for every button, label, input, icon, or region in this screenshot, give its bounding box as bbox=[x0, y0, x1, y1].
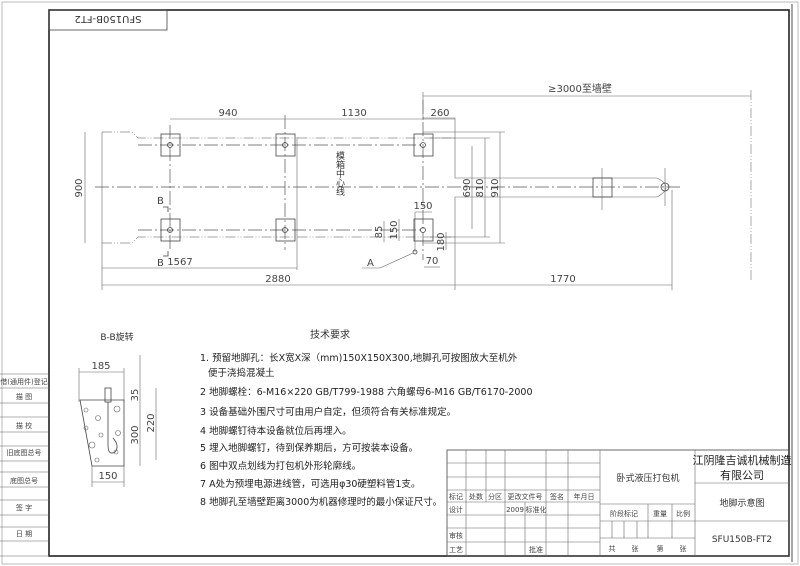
drawing-frame bbox=[48, 9, 790, 557]
strip-label: 旧底图总号 bbox=[7, 448, 42, 457]
section-mark-b: B bbox=[157, 258, 164, 269]
header-zone: 分区 bbox=[488, 492, 502, 501]
section-b-b: B-B旋转 185 150 35 300 220 bbox=[78, 331, 157, 487]
title-block: 标记 处数 分区 更改文件号 签名 年月日 设计 2009 标准化 审核 工艺 … bbox=[446, 449, 792, 557]
dim-35: 35 bbox=[130, 389, 141, 402]
header-date: 年月日 bbox=[574, 492, 595, 501]
note-item: 便于浇捣混凝土 bbox=[208, 367, 275, 379]
company-name: 有限公司 bbox=[720, 468, 764, 482]
design-label: 设计 bbox=[449, 505, 463, 514]
dim-70: 70 bbox=[426, 256, 439, 267]
year: 2009 bbox=[506, 506, 524, 514]
header-count: 处数 bbox=[469, 492, 483, 501]
mold-center-line-label: 模箱中心线 bbox=[299, 151, 345, 196]
dim-3000-to-wall: ≥3000至墙壁 bbox=[548, 82, 612, 95]
code-box-text: SFU150B-FT2 bbox=[74, 13, 141, 24]
note-item: 1. 预留地脚孔：长X宽X深（mm)150X150X300,地脚孔可按图放大至机… bbox=[200, 352, 518, 364]
dim-260: 260 bbox=[430, 108, 449, 119]
technical-notes: 技术要求 1. 预留地脚孔：长X宽X深（mm)150X150X300,地脚孔可按… bbox=[200, 328, 533, 508]
dim-300: 300 bbox=[130, 425, 141, 444]
strip-label: 签 字 bbox=[16, 503, 32, 512]
label-a: A bbox=[367, 258, 374, 269]
plan-view: 940 1130 260 ≥3000至墙壁 900 690 810 910 15… bbox=[74, 82, 800, 290]
foot-block bbox=[413, 218, 434, 242]
note-item: 4 地脚螺钉待本设备就位后再埋入。 bbox=[200, 425, 352, 437]
notes-title: 技术要求 bbox=[310, 328, 350, 341]
company-name: 江阴隆吉诚机械制造 bbox=[693, 453, 792, 467]
dim-220: 220 bbox=[146, 413, 157, 432]
strip-label: 描 校 bbox=[16, 421, 32, 430]
dim-2880: 2880 bbox=[265, 274, 290, 285]
code-box: SFU150B-FT2 bbox=[48, 9, 168, 31]
sheets-label: 张 bbox=[632, 544, 639, 553]
dim-180: 180 bbox=[436, 232, 447, 251]
drawing-number: SFU150B-FT2 bbox=[712, 535, 772, 545]
foot-block bbox=[413, 133, 434, 157]
dim-185: 185 bbox=[91, 361, 110, 372]
total-label: 共 bbox=[609, 544, 616, 553]
drawing-name: 地脚示意图 bbox=[719, 497, 764, 509]
strip-label: 底图总号 bbox=[10, 476, 38, 485]
product-name: 卧式液压打包机 bbox=[616, 472, 679, 484]
dim-940: 940 bbox=[218, 108, 237, 119]
approve-label: 批准 bbox=[529, 545, 543, 554]
review-label: 审核 bbox=[449, 531, 463, 540]
left-strip: 借(通用件)登记 描 图 描 校 旧底图总号 底图总号 签 字 日 期 bbox=[0, 373, 49, 557]
dim-810: 810 bbox=[475, 178, 486, 197]
strip-label: 日 期 bbox=[16, 530, 32, 538]
dim-910: 910 bbox=[490, 178, 501, 197]
note-item: 5 埋入地脚螺钉，待到保养期后，方可按装本设备。 bbox=[200, 442, 418, 454]
dim-150-vertical: 150 bbox=[389, 220, 400, 239]
dim-900: 900 bbox=[74, 178, 85, 197]
weight-label: 重量 bbox=[653, 510, 667, 518]
dim-1130: 1130 bbox=[341, 108, 366, 119]
foot-block bbox=[275, 218, 296, 242]
conduit-point-a bbox=[412, 249, 418, 255]
note-item: 8 地脚孔至墙壁距离3000为机器修理时的最小保证尺寸。 bbox=[200, 496, 442, 508]
header-mark: 标记 bbox=[449, 492, 463, 501]
dim-150: 150 bbox=[413, 201, 432, 212]
header-signature: 签名 bbox=[550, 492, 564, 501]
foot-block bbox=[275, 133, 296, 157]
stage-label: 阶段标记 bbox=[610, 509, 638, 518]
foot-block bbox=[160, 133, 181, 157]
foot-block bbox=[160, 218, 181, 242]
note-item: 7 A处为预埋电源进线管，可选用φ30硬塑料管1支。 bbox=[200, 478, 420, 490]
note-item: 6 图中双点划线为打包机外形轮廓线。 bbox=[200, 460, 361, 472]
standardize-label: 标准化 bbox=[526, 505, 547, 514]
strip-label: 借(通用件)登记 bbox=[0, 377, 47, 386]
sheets-label: 张 bbox=[680, 544, 687, 553]
process-label: 工艺 bbox=[449, 546, 463, 554]
dim-150-section: 150 bbox=[98, 471, 117, 482]
wall-label: 车间墙壁 bbox=[740, 142, 800, 203]
dim-85: 85 bbox=[374, 226, 385, 239]
note-item: 2 地脚螺栓：6-M16×220 GB/T799-1988 六角螺母6-M16 … bbox=[200, 386, 533, 398]
header-change-doc: 更改文件号 bbox=[508, 492, 543, 501]
sheet-no-label: 第 bbox=[657, 544, 664, 553]
scale-label: 比例 bbox=[676, 509, 690, 518]
section-mark-b: B bbox=[157, 196, 164, 207]
section-title: B-B旋转 bbox=[100, 331, 133, 343]
dim-1567: 1567 bbox=[167, 257, 192, 268]
dim-1770: 1770 bbox=[550, 274, 575, 285]
note-item: 3 设备基础外围尺寸可由用户自定，但须符合有关标准规定。 bbox=[200, 406, 456, 418]
strip-label: 描 图 bbox=[16, 392, 32, 401]
dim-690: 690 bbox=[462, 178, 473, 197]
